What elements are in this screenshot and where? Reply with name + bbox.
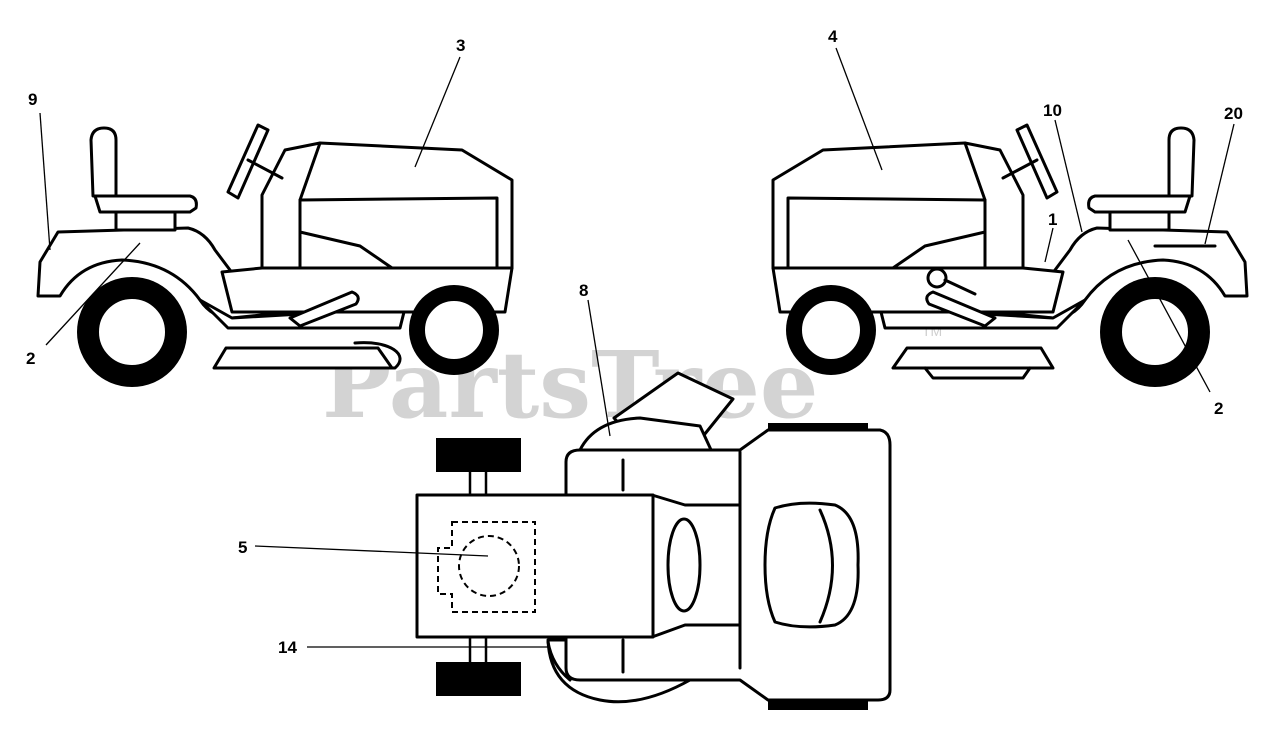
callout-4: 4 [828, 27, 838, 46]
leader-lines [39, 47, 1235, 648]
discharge-chute-right [923, 366, 1032, 380]
steering-column-left [246, 158, 284, 180]
callout-14: 14 [278, 638, 297, 657]
tractor-left-side-view [36, 123, 514, 387]
hood-top-view [415, 493, 655, 639]
hood-vent-right [888, 230, 987, 272]
mower-deck-right [891, 346, 1055, 370]
seat-back-right [1167, 126, 1196, 200]
callout-1: 1 [1048, 210, 1057, 229]
seat-base-left [114, 210, 177, 232]
leader-3 [414, 56, 461, 168]
deck-top-view-upper [578, 416, 714, 454]
callout-9: 9 [28, 90, 37, 109]
seat-top-view [763, 501, 860, 629]
leader-1 [1044, 227, 1054, 263]
front-wheel-bottom [436, 662, 521, 696]
fuel-cap-outline [458, 535, 520, 597]
callout-20: 20 [1224, 104, 1243, 123]
rear-hub-left [97, 297, 167, 367]
callout-10: 10 [1043, 101, 1062, 120]
tractor-top-view [415, 371, 892, 710]
watermark-text: PartsTree [322, 331, 818, 439]
deck-edge-top-view [546, 640, 572, 682]
seat-back-left [89, 126, 118, 200]
hood-grille-left [298, 196, 499, 270]
seat-back-top-view [818, 508, 834, 624]
leader-20 [1204, 123, 1235, 245]
leader-10 [1054, 119, 1083, 233]
pedal-left [288, 290, 360, 328]
key-stem-right [943, 278, 977, 296]
front-wheel-top [436, 438, 521, 472]
hood-vent-left [298, 230, 397, 272]
hood-grille-right [786, 196, 987, 270]
key-right [926, 267, 948, 289]
callout-2-right: 2 [1214, 399, 1223, 418]
hood-decal-outline [437, 521, 536, 613]
front-axle-bottom [468, 634, 488, 666]
rear-hub-right [1120, 297, 1190, 367]
front-hub-right [800, 299, 862, 361]
callout-2-left: 2 [26, 349, 35, 368]
leader-2-left [45, 242, 141, 346]
leader-2-right [1127, 239, 1211, 393]
callout-5: 5 [238, 538, 247, 557]
seat-left [93, 194, 198, 214]
front-hub-left [423, 299, 485, 361]
leader-9 [39, 112, 51, 251]
steering-column-right [1001, 158, 1039, 180]
seat-base-right [1108, 210, 1171, 232]
pedal-right [925, 290, 997, 328]
callout-3: 3 [456, 36, 465, 55]
mower-deck-left [212, 346, 394, 370]
discharge-chute-left [353, 341, 402, 370]
seat-right [1087, 194, 1192, 214]
steering-wheel-top-view [666, 517, 702, 613]
callout-labels: 9 3 2 4 10 20 1 2 8 5 14 [26, 27, 1243, 657]
callout-8: 8 [579, 281, 588, 300]
watermark: PartsTree TM [322, 323, 942, 439]
leader-4 [835, 47, 883, 171]
leader-5 [254, 545, 489, 557]
tractor-right-side-view [771, 123, 1249, 387]
leader-8 [587, 299, 611, 437]
